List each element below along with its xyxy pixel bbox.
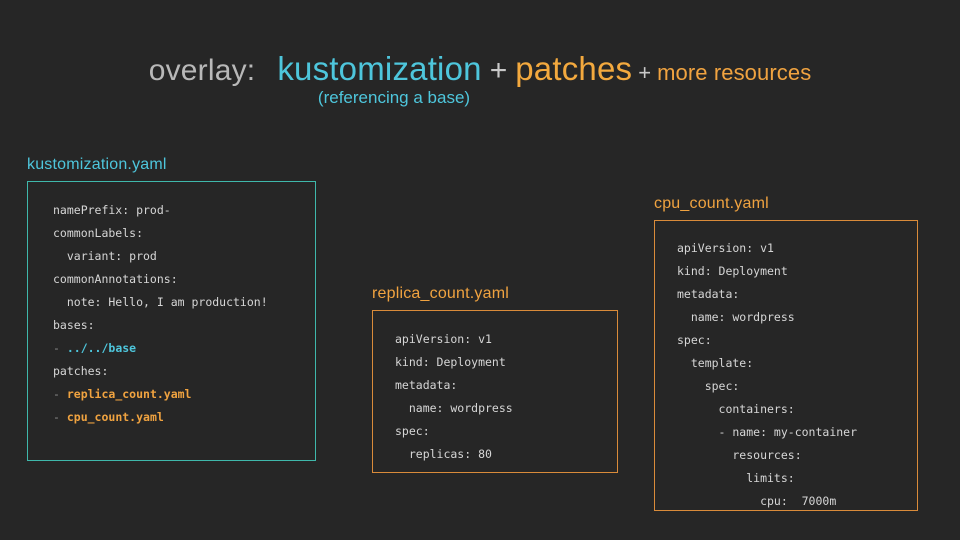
code-token: metadata: — [395, 378, 458, 392]
code-token: cpu: 7000m — [677, 494, 837, 508]
code-token: resources: — [677, 448, 802, 462]
card-label-kustomization: kustomization.yaml — [27, 156, 167, 173]
code-token: bases: — [53, 318, 95, 332]
code-token: ../../base — [66, 341, 137, 355]
code-line: cpu: 7000m — [677, 490, 917, 513]
code-line: - ../../base — [53, 337, 315, 360]
code-token: spec: — [395, 424, 430, 438]
code-token: replicas: 80 — [395, 447, 492, 461]
title-plus-2: + — [638, 60, 652, 85]
code-token: apiVersion: v1 — [677, 241, 774, 255]
code-token: limits: — [677, 471, 795, 485]
code-line: limits: — [677, 467, 917, 490]
code-token: cpu_count.yaml — [66, 410, 164, 424]
card-kustomization-yaml: kustomization.yaml namePrefix: prod-comm… — [27, 156, 316, 461]
code-line: commonAnnotations: — [53, 268, 315, 291]
code-token: commonLabels: — [53, 226, 144, 240]
code-line: apiVersion: v1 — [677, 237, 917, 260]
code-token: - — [53, 387, 67, 401]
code-line: namePrefix: prod- — [53, 199, 315, 222]
code-line: spec: — [677, 329, 917, 352]
code-token: variant: prod — [53, 249, 157, 263]
code-token: commonAnnotations: — [53, 272, 178, 286]
code-line: patches: — [53, 360, 315, 383]
code-line: kind: Deployment — [395, 351, 617, 374]
code-line: - replica_count.yaml — [53, 383, 315, 406]
code-token: note: Hello, I am production! — [53, 295, 268, 309]
slide-title: overlay:kustomization+patches+more resou… — [0, 50, 960, 88]
code-token: metadata: — [677, 287, 740, 301]
code-line: commonLabels: — [53, 222, 315, 245]
code-line: variant: prod — [53, 245, 315, 268]
code-box-kustomization: namePrefix: prod-commonLabels: variant: … — [27, 181, 316, 461]
title-term-patches: patches — [515, 50, 633, 87]
code-line: note: Hello, I am production! — [53, 291, 315, 314]
title-term-more-resources: more resources — [657, 60, 812, 85]
card-cpu-count-yaml: cpu_count.yaml apiVersion: v1 kind: Deplo… — [654, 195, 918, 511]
code-token: containers: — [677, 402, 795, 416]
code-line: template: — [677, 352, 917, 375]
code-line: resources: — [677, 444, 917, 467]
subtitle-text: (referencing a base) — [317, 88, 471, 107]
code-line: apiVersion: v1 — [395, 328, 617, 351]
code-line: name: wordpress — [395, 397, 617, 420]
title-term-kustomization: kustomization — [277, 50, 482, 87]
code-token: name: wordpress — [395, 401, 513, 415]
code-line: replicas: 80 — [395, 443, 617, 466]
slide-subtitle: (referencing a base) — [0, 88, 960, 108]
code-token: replica_count.yaml — [66, 387, 192, 401]
code-token: spec: — [677, 379, 740, 393]
code-token: namePrefix: prod- — [53, 203, 171, 217]
code-line: spec: — [677, 375, 917, 398]
code-token: patches: — [53, 364, 109, 378]
code-token: kind: Deployment — [677, 264, 788, 278]
code-line: metadata: — [395, 374, 617, 397]
code-content-kustomization: namePrefix: prod-commonLabels: variant: … — [53, 199, 315, 429]
code-token: - — [53, 410, 67, 424]
code-token: - — [53, 341, 67, 355]
code-line: spec: — [395, 420, 617, 443]
code-line: name: wordpress — [677, 306, 917, 329]
code-line: - name: my-container — [677, 421, 917, 444]
code-line: kind: Deployment — [677, 260, 917, 283]
code-token: kind: Deployment — [395, 355, 506, 369]
code-token: spec: — [677, 333, 712, 347]
code-line: containers: — [677, 398, 917, 421]
code-token: - name: my-container — [677, 425, 858, 439]
card-label-cpu-count: cpu_count.yaml — [654, 195, 769, 212]
code-token: name: wordpress — [677, 310, 795, 324]
title-plus-1: + — [489, 54, 508, 87]
title-prefix: overlay: — [148, 54, 256, 87]
code-line: - cpu_count.yaml — [53, 406, 315, 429]
card-label-replica-count: replica_count.yaml — [372, 285, 509, 302]
code-line: bases: — [53, 314, 315, 337]
card-replica-count-yaml: replica_count.yaml apiVersion: v1 kind: D… — [372, 285, 618, 473]
code-token: template: — [677, 356, 754, 370]
code-token: apiVersion: v1 — [395, 332, 492, 346]
code-line: metadata: — [677, 283, 917, 306]
